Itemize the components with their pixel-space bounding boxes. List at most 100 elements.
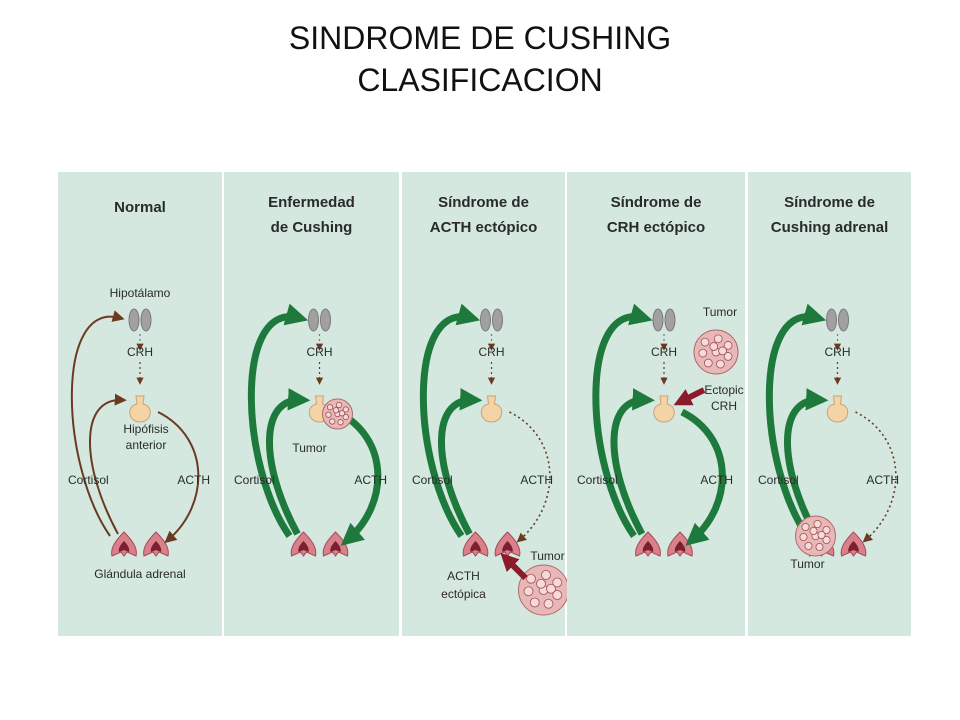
acth-arrow bbox=[335, 408, 382, 546]
tumor-cell bbox=[332, 407, 340, 414]
panel-header: Cushing adrenal bbox=[771, 219, 889, 236]
cortisol-label: Cortisol bbox=[758, 473, 799, 487]
tumor-cell bbox=[815, 543, 824, 552]
panel-header: de Cushing bbox=[271, 219, 353, 236]
tumor-cell bbox=[716, 359, 725, 369]
pituitary-gland bbox=[480, 395, 503, 423]
ectopic-crh-label: Ectopic bbox=[704, 383, 743, 397]
acth-arrow bbox=[855, 411, 897, 543]
hypothalamus-lobe bbox=[492, 308, 503, 332]
tumor-cell bbox=[801, 523, 810, 532]
cortisol-label: Cortisol bbox=[412, 473, 453, 487]
tumor-cell bbox=[700, 337, 710, 347]
tumor-cell bbox=[703, 358, 713, 368]
tumor-cell bbox=[543, 598, 554, 609]
tumor-cell bbox=[326, 404, 334, 411]
pituitary-gland bbox=[129, 395, 151, 423]
panel-header: Síndrome de bbox=[438, 194, 529, 211]
tumor-cell bbox=[342, 413, 349, 421]
tumor-cell bbox=[523, 586, 534, 597]
panel-header: Síndrome de bbox=[611, 194, 702, 211]
hypothalamus-lobe bbox=[480, 308, 491, 332]
tumor-cell bbox=[809, 527, 818, 536]
cortisol-label: Cortisol bbox=[234, 473, 275, 487]
adrenal-medulla bbox=[848, 541, 859, 552]
panel-background bbox=[748, 172, 911, 636]
crh-label: CRH bbox=[825, 345, 851, 359]
acth-label: ACTH bbox=[354, 473, 387, 487]
tumor-cell bbox=[552, 577, 563, 588]
acth-label: ACTH bbox=[700, 473, 733, 487]
tumor-cell bbox=[335, 401, 343, 409]
hypothalamus-lobe bbox=[128, 308, 140, 332]
pituitary-gland bbox=[826, 395, 849, 423]
tumor-cell bbox=[329, 418, 336, 425]
tumor-cell bbox=[526, 573, 536, 584]
pituitary-gland bbox=[653, 395, 675, 423]
tumor-cell bbox=[822, 536, 831, 545]
tumor-cell bbox=[338, 410, 346, 417]
cortisol-feedback-hypothalamus bbox=[247, 303, 309, 538]
acth-label: ACTH bbox=[177, 473, 210, 487]
hypothalamus-lobe bbox=[140, 308, 152, 332]
panel-header: Enfermedad bbox=[268, 194, 355, 211]
adrenal-medulla bbox=[502, 541, 513, 552]
adrenal-medulla bbox=[330, 541, 341, 552]
acth-arrow bbox=[509, 411, 551, 543]
pituitary-label: Hipófisis bbox=[123, 422, 168, 436]
crh-label: CRH bbox=[479, 345, 505, 359]
acth-arrow bbox=[680, 408, 726, 546]
adrenal-medulla bbox=[118, 541, 130, 552]
hypothalamus-lobe bbox=[308, 308, 319, 332]
panel-header: ACTH ectópico bbox=[430, 219, 538, 236]
tumor-cell bbox=[337, 419, 344, 426]
tumor-cell bbox=[718, 346, 727, 356]
ectopic-crh-label: CRH bbox=[711, 399, 737, 413]
adrenal-medulla bbox=[298, 541, 309, 552]
tumor-cell bbox=[709, 342, 719, 351]
acth-label: ACTH bbox=[520, 473, 553, 487]
cortisol-feedback-pituitary bbox=[610, 388, 655, 536]
tumor-label: Tumor bbox=[790, 557, 824, 571]
hypothalamus-lobe bbox=[826, 308, 837, 332]
panel-header: Normal bbox=[114, 199, 166, 216]
slide-subtitle: CLASIFICACION bbox=[357, 62, 603, 98]
tumor-cell bbox=[529, 597, 540, 608]
tumor-cell bbox=[536, 578, 546, 589]
cortisol-feedback-pituitary bbox=[438, 388, 483, 536]
tumor-cell bbox=[822, 526, 831, 535]
tumor-cell bbox=[723, 341, 733, 350]
adrenal-medulla bbox=[642, 541, 654, 552]
tumor-cell bbox=[546, 583, 556, 594]
cortisol-feedback-pituitary bbox=[266, 388, 311, 536]
tumor-cell bbox=[804, 542, 813, 551]
panel-header: CRH ectópico bbox=[607, 219, 705, 236]
tumor-label: Tumor bbox=[703, 305, 737, 319]
tumor-cell bbox=[813, 520, 822, 529]
ectopic-acth-label: ACTH bbox=[447, 569, 480, 583]
acth-arrow bbox=[157, 411, 200, 544]
crh-label: CRH bbox=[651, 345, 677, 359]
cortisol-label: Cortisol bbox=[68, 473, 109, 487]
pituitary-label: anterior bbox=[126, 438, 167, 452]
tumor-cell bbox=[541, 570, 551, 580]
tumor-cell bbox=[723, 352, 733, 361]
crh-label: CRH bbox=[127, 345, 153, 359]
acth-label: ACTH bbox=[866, 473, 899, 487]
slide-title: SINDROME DE CUSHING bbox=[288, 20, 672, 56]
tumor-cell bbox=[552, 590, 563, 600]
hypothalamus-lobe bbox=[664, 308, 676, 332]
cortisol-feedback-hypothalamus bbox=[765, 303, 827, 538]
adrenal-label: Glándula adrenal bbox=[94, 567, 185, 581]
tumor-label: Tumor bbox=[292, 441, 326, 455]
tumor-cell bbox=[342, 406, 349, 413]
cortisol-feedback-hypothalamus bbox=[70, 310, 125, 537]
adrenal-medulla bbox=[674, 541, 686, 552]
tumor-cell bbox=[698, 348, 708, 358]
crh-label: CRH bbox=[307, 345, 333, 359]
ectopic-acth-label: ectópica bbox=[441, 587, 486, 601]
